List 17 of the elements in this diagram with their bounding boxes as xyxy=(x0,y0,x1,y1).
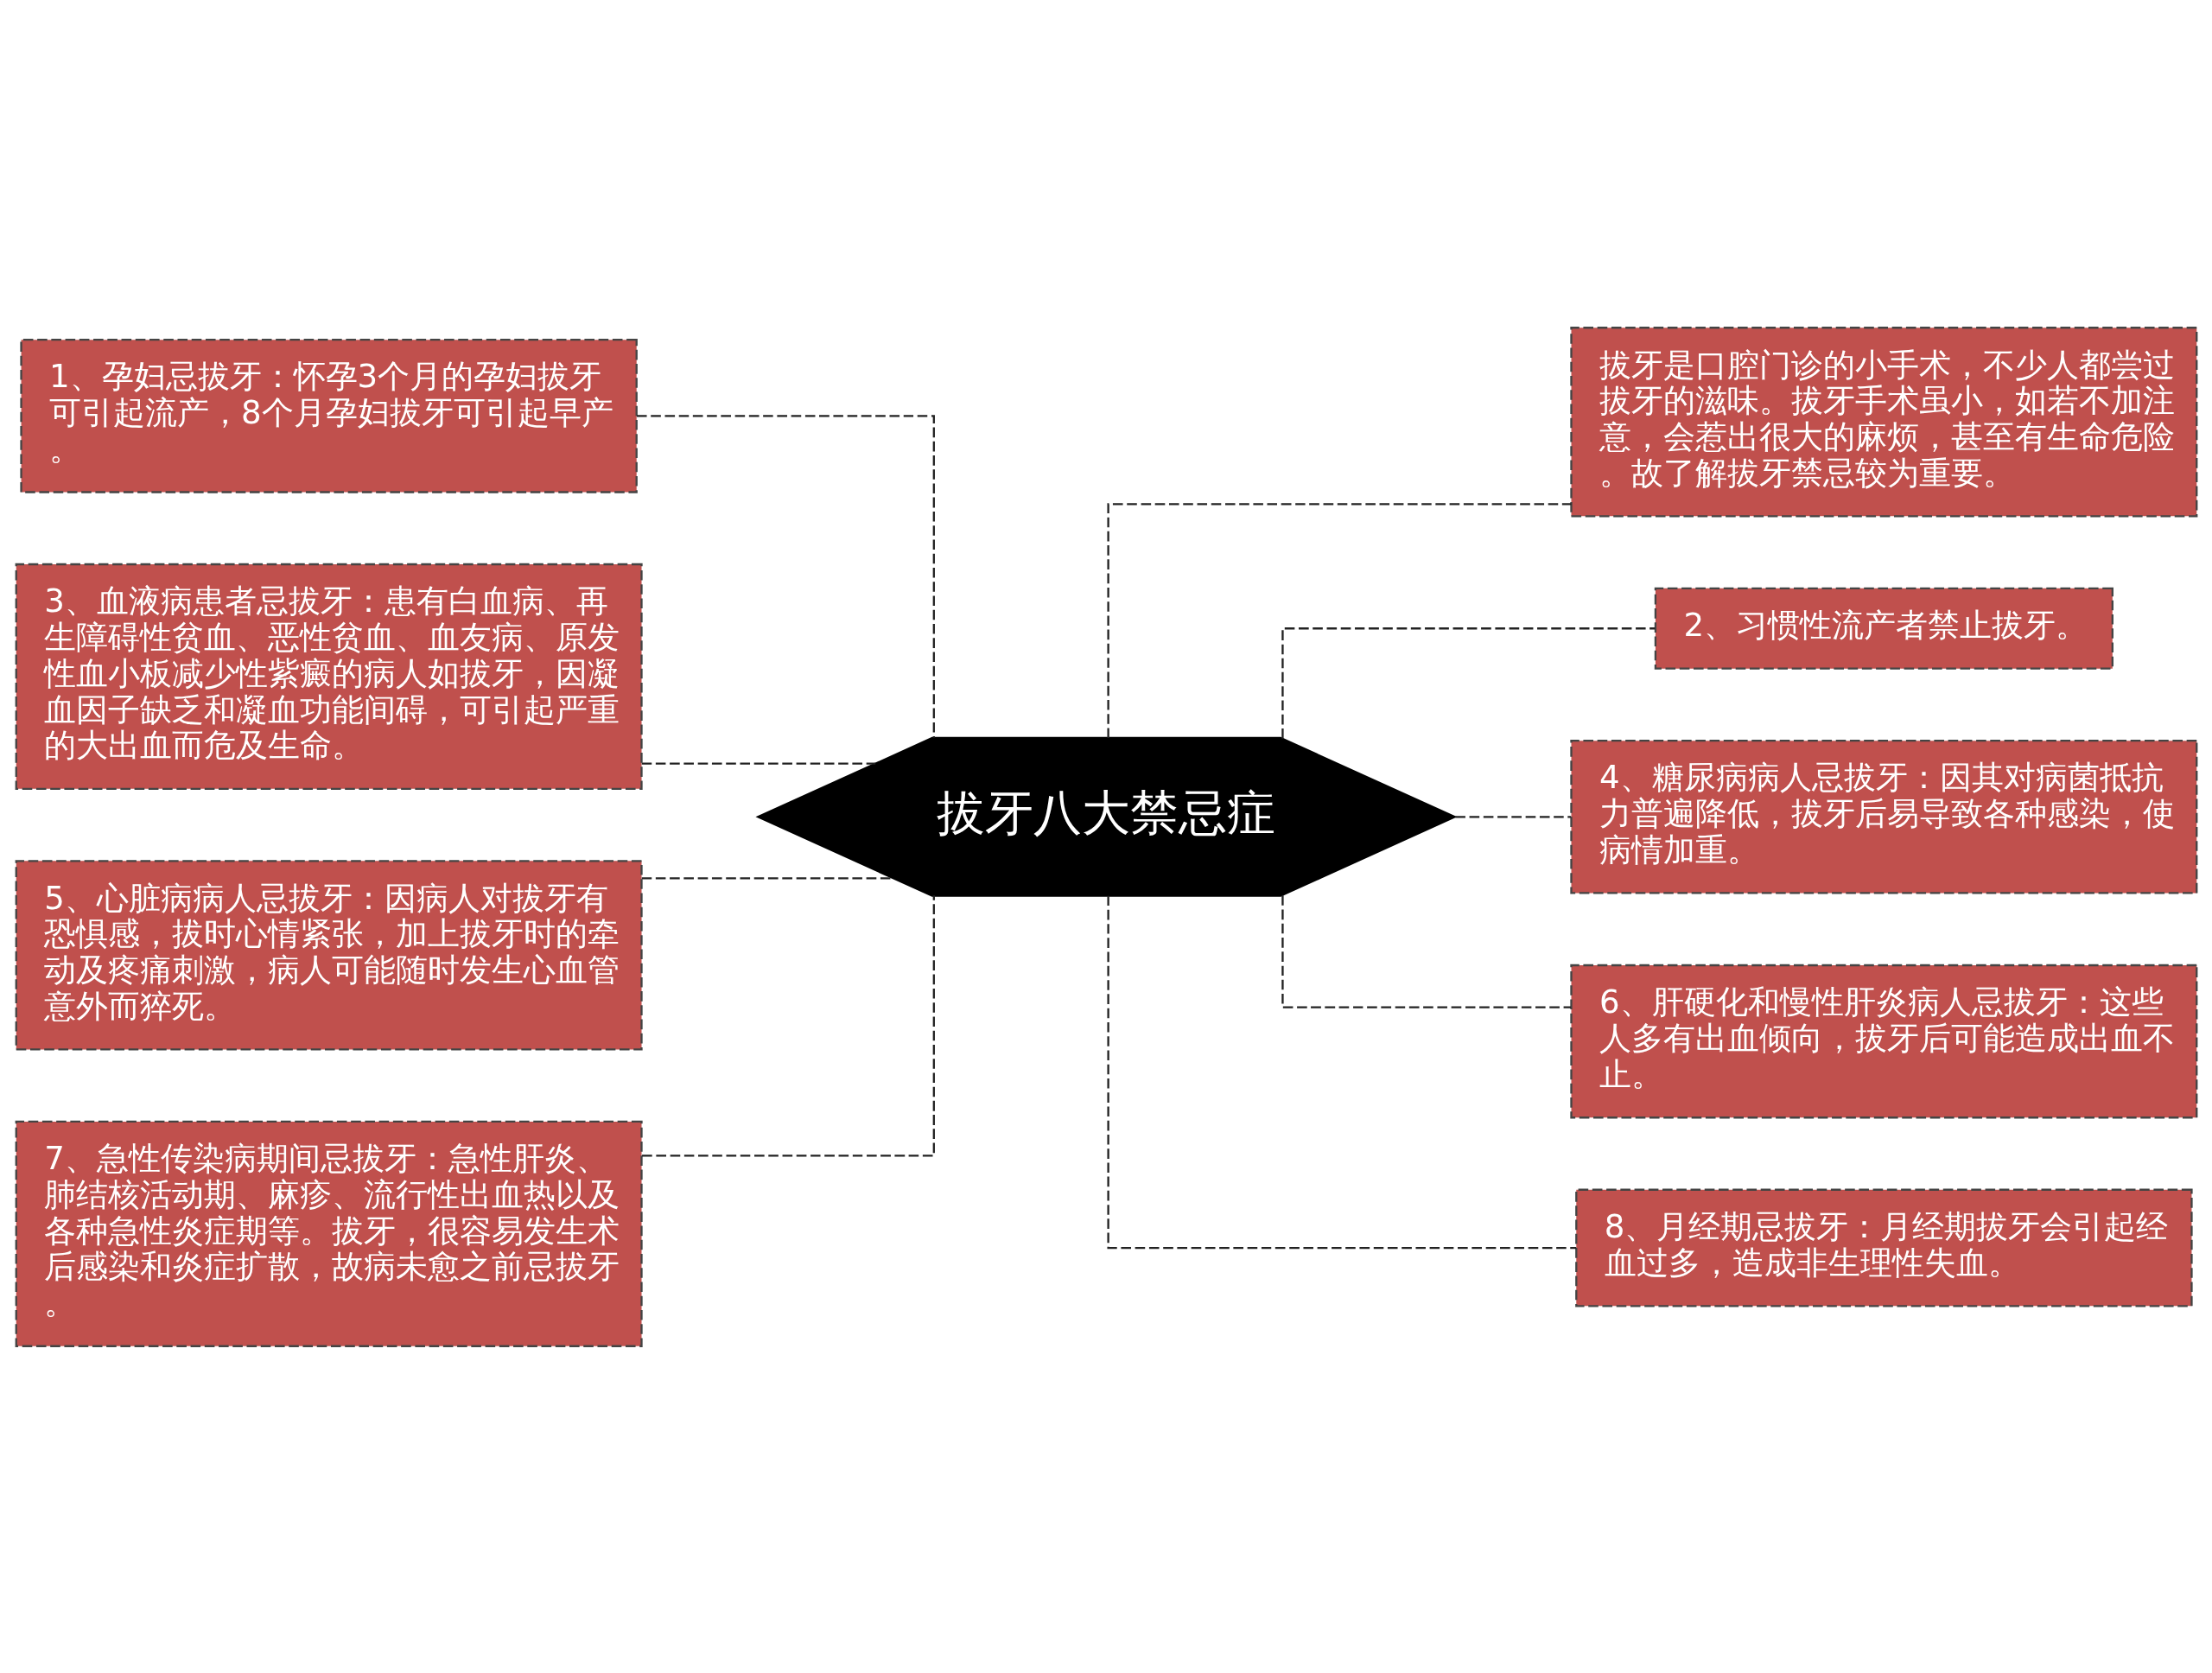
node-box: 拔牙是口腔门诊的小手术，不少人都尝过拔牙的滋味。拔牙手术虽小，如若不加注意，会惹出很大的麻烦，甚至有生命危险。故了解拔牙禁忌较为重要。 xyxy=(1569,326,2197,517)
node-box: 4、糖尿病病人忌拔牙：因其对病菌抵抗力普遍降低，拔牙后易导致各种感染，使病情加重。 xyxy=(1569,739,2197,894)
connector xyxy=(1106,895,1576,1249)
node-box: 1、孕妇忌拔牙：怀孕3个月的孕妇拔牙可引起流产，8个月孕妇拔牙可引起早产。 xyxy=(19,338,638,493)
connector xyxy=(641,894,935,1156)
connector xyxy=(1454,815,1571,817)
connector xyxy=(641,761,875,765)
connector xyxy=(1281,894,1571,1008)
node-box: 5、心脏病病人忌拔牙：因病人对拔牙有恐惧感，拔时心情紧张，加上拔牙时的牵动及疼痛刺激，病人可能随时发生心血管意外而猝死。 xyxy=(15,859,643,1051)
node-box: 8、月经期忌拔牙：月经期拔牙会引起经血过多，造成非生理性失血。 xyxy=(1574,1188,2193,1307)
node-box: 2、习惯性流产者禁止拔牙。 xyxy=(1654,587,2113,670)
node-box: 6、肝硬化和慢性肝炎病人忌拔牙：这些人多有出血倾向，拔牙后可能造成出血不止。 xyxy=(1569,964,2197,1118)
node-box: 3、血液病患者忌拔牙：患有白血病、再生障碍性贫血、恶性贫血、血友病、原发性血小板减少性紫癜的病人如拔牙，因凝血因子缺乏和凝血功能间碍，可引起严重的大出血而危及生命。 xyxy=(15,563,643,790)
connector xyxy=(1106,502,1571,738)
connector xyxy=(1281,627,1655,739)
connector xyxy=(636,414,935,738)
node-box: 7、急性传染病期间忌拔牙：急性肝炎、肺结核活动期、麻疹、流行性出血热以及各种急性炎症期等。拔牙，很容易发生术后感染和炎症扩散，故病未愈之前忌拔牙。 xyxy=(15,1120,643,1347)
